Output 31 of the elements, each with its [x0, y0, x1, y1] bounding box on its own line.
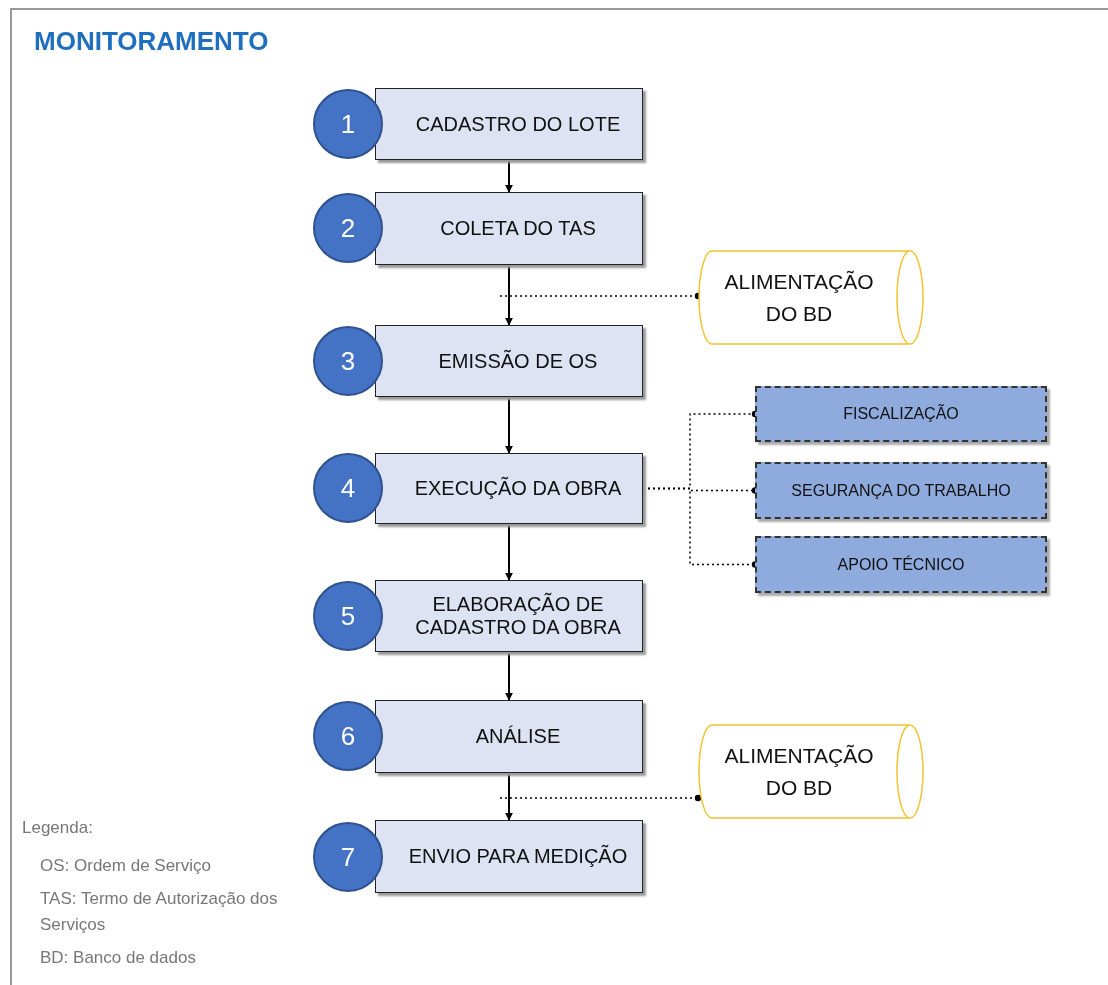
- process-box: EMISSÃO DE OS: [375, 325, 643, 397]
- process-box: ANÁLISE: [375, 700, 643, 773]
- number-circle: 7: [313, 822, 383, 892]
- legend-heading: Legenda:: [22, 817, 94, 839]
- dashed-box: SEGURANÇA DO TRABALHO: [755, 462, 1047, 519]
- number-circle: 5: [313, 581, 383, 651]
- number-circle: 6: [313, 701, 383, 771]
- number-circle: 2: [313, 193, 383, 263]
- process-box: COLETA DO TAS: [375, 192, 643, 265]
- arrow: [505, 651, 513, 701]
- process-box: EXECUÇÃO DA OBRA: [375, 453, 643, 524]
- number-circle: 3: [313, 326, 383, 396]
- node-text: ALIMENTAÇÃO DO BD: [723, 743, 875, 801]
- dotted-connector: [499, 794, 702, 802]
- process-box: ENVIO PARA MEDIÇÃO: [375, 820, 643, 893]
- node-text: ALIMENTAÇÃO DO BD: [723, 269, 875, 327]
- number-circle: 1: [313, 89, 383, 159]
- legend-entry: BD: Banco de dados: [40, 947, 197, 969]
- process-box: ELABORAÇÃO DE CADASTRO DA OBRA: [375, 580, 643, 652]
- arrow: [505, 772, 513, 821]
- dashed-box: FISCALIZAÇÃO: [755, 386, 1047, 442]
- dashed-box: APOIO TÉCNICO: [755, 536, 1047, 593]
- number-circle: 4: [313, 453, 383, 523]
- diagram-title: MONITORAMENTO: [34, 26, 269, 57]
- arrow: [505, 264, 513, 326]
- arrow: [505, 523, 513, 581]
- arrow: [505, 159, 513, 193]
- process-box: CADASTRO DO LOTE: [375, 88, 643, 160]
- legend-entry: TAS: Termo de Autorização dos Serviços: [40, 888, 279, 936]
- arrow: [505, 396, 513, 454]
- legend-entry: OS: Ordem de Serviço: [40, 854, 212, 877]
